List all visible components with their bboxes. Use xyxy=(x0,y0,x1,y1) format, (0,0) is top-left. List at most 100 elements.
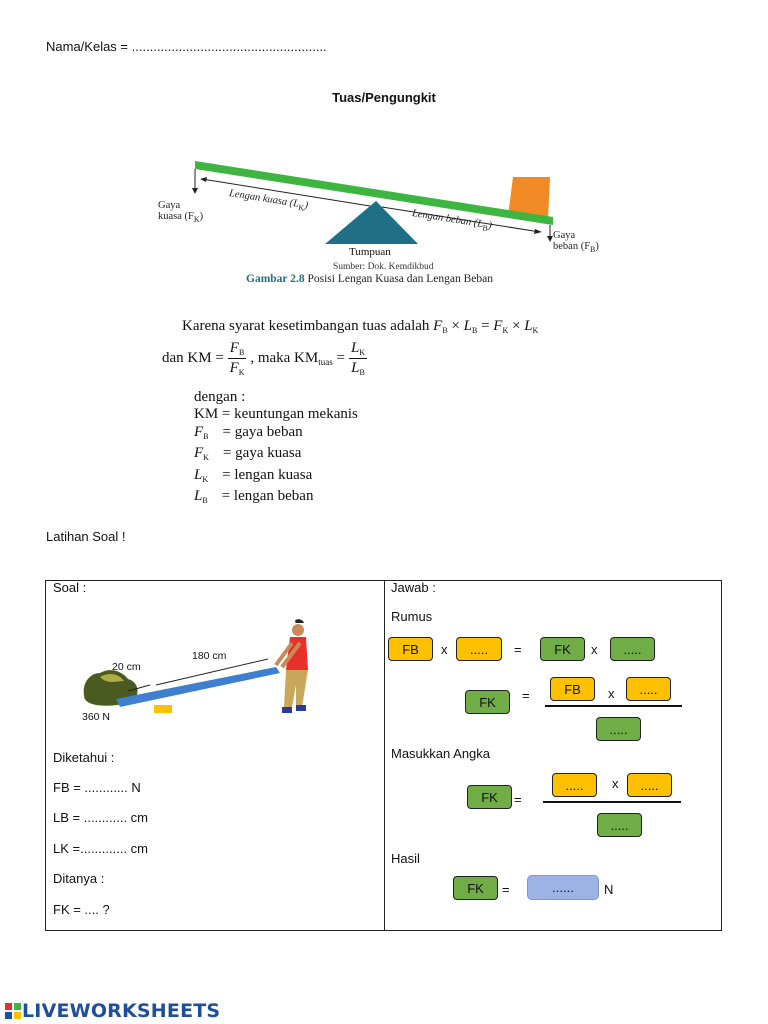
jawab-heading: Jawab : xyxy=(391,580,436,595)
def-sub: B xyxy=(203,431,209,441)
label-gaya-beban: Gaya beban (FB) xyxy=(553,230,599,254)
caption-text: Posisi Lengan Kuasa dan Lengan Beban xyxy=(304,273,494,285)
lever-bar xyxy=(116,667,280,707)
liveworksheets-logo-icon xyxy=(5,1003,21,1019)
name-class-field: Nama/Kelas = ...........................… xyxy=(46,39,327,54)
equals-sign: = xyxy=(522,688,530,703)
person-arm xyxy=(274,641,294,667)
liveworksheets-wordmark: LIVEWORKSHEETS xyxy=(22,1000,221,1022)
times-sign: x xyxy=(591,642,598,657)
latihan-heading: Latihan Soal ! xyxy=(46,529,126,544)
times-sign: x xyxy=(612,776,619,791)
rock-highlight xyxy=(100,674,124,682)
angka-fk-box[interactable]: FK xyxy=(467,785,512,809)
person-legs xyxy=(284,670,308,707)
label-tumpuan: Tumpuan xyxy=(349,246,391,258)
arrowhead-icon xyxy=(192,188,198,194)
label-gaya-kuasa-line1: Gaya xyxy=(158,200,181,211)
caption-number: Gambar 2.8 xyxy=(246,273,305,285)
figure-source: Sumber: Dok. Kemdikbud xyxy=(333,262,434,272)
soal-heading: Soal : xyxy=(53,580,87,595)
def-desc: = lengan kuasa xyxy=(222,466,313,483)
def-symbol: L xyxy=(194,488,203,504)
person-arm xyxy=(280,641,302,669)
fulcrum-triangle xyxy=(325,201,418,244)
formula-equilibrium: Karena syarat kesetimbangan tuas adalah … xyxy=(182,318,539,335)
page-title: Tuas/Pengungkit xyxy=(332,90,436,105)
equals-sign: = xyxy=(514,642,522,657)
rumus2-lk-box[interactable]: ..... xyxy=(596,717,641,741)
person-hair xyxy=(295,619,304,623)
fk-question: FK = .... ? xyxy=(53,902,110,917)
label-180cm: 180 cm xyxy=(192,650,227,662)
person-shoe xyxy=(282,707,292,713)
masukkan-angka-heading: Masukkan Angka xyxy=(391,746,491,761)
fb-given-field[interactable]: FB = ............ N xyxy=(53,780,141,795)
hasil-fk-box[interactable]: FK xyxy=(453,876,498,900)
def-symbol: L xyxy=(194,466,203,483)
fraction-line xyxy=(545,705,682,707)
person-head xyxy=(292,624,304,636)
angka-lb-input[interactable]: ..... xyxy=(627,773,672,797)
label-360n: 360 N xyxy=(82,711,111,723)
rumus-lk-box[interactable]: ..... xyxy=(610,637,655,661)
equals-sign: = xyxy=(514,792,522,807)
table-divider xyxy=(384,580,385,931)
ditanya-label: Ditanya : xyxy=(53,871,105,886)
person-shirt xyxy=(286,637,308,670)
label-gaya-kuasa: Gaya kuasa (FK) xyxy=(158,200,204,224)
rumus-fb-box[interactable]: FB xyxy=(388,637,433,661)
rumus2-lb-box[interactable]: ..... xyxy=(626,677,671,701)
lever-figure xyxy=(150,150,600,295)
def-symbol: F xyxy=(194,423,204,440)
dengan-label: dengan : xyxy=(194,389,246,405)
figure-caption: Gambar 2.8 Posisi Lengan Kuasa dan Lenga… xyxy=(246,273,493,285)
equals-sign: = xyxy=(502,882,510,897)
formula-km-dan: dan KM xyxy=(162,349,216,366)
unit-n-label: N xyxy=(604,882,614,897)
load-block xyxy=(508,177,550,220)
lever-problem-svg xyxy=(83,619,308,713)
rumus-lb-box[interactable]: ..... xyxy=(456,637,502,661)
times-sign: x xyxy=(608,686,615,701)
lk-given-field[interactable]: LK =............. cm xyxy=(53,841,148,856)
arrow-lengan-beban xyxy=(381,206,541,233)
rumus-fk-box[interactable]: FK xyxy=(540,637,585,661)
diketahui-label: Diketahui : xyxy=(53,750,115,765)
definitions-list: KM = keuntungan mekanis FB= gaya beban F… xyxy=(194,406,358,510)
definition-lk: LK= lengan kuasa xyxy=(194,467,358,489)
formula-km-maka: , maka KM xyxy=(250,349,319,366)
lb-given-field[interactable]: LB = ............ cm xyxy=(53,810,148,825)
label-gaya-kuasa-sub: K xyxy=(193,215,200,224)
def-desc: = lengan beban xyxy=(221,488,314,504)
def-desc: = keuntungan mekanis xyxy=(218,406,358,422)
angka-fb-input[interactable]: ..... xyxy=(552,773,597,797)
rock-shape xyxy=(83,670,138,706)
label-lengan-kuasa-sub: K xyxy=(297,202,305,213)
def-sub: B xyxy=(202,496,208,505)
definition-lb: LB = lengan beban xyxy=(194,488,358,510)
label-lengan-beban-sub: B xyxy=(481,223,489,233)
formula-equilibrium-text: Karena syarat kesetimbangan tuas adalah xyxy=(182,318,434,334)
rumus2-fb-box[interactable]: FB xyxy=(550,677,595,701)
label-gaya-beban-line1: Gaya xyxy=(553,230,576,241)
rumus2-fk-box[interactable]: FK xyxy=(465,690,510,714)
lever-problem-illustration xyxy=(70,615,330,725)
lever-diagram xyxy=(192,161,553,244)
def-symbol: F xyxy=(194,445,204,461)
hasil-heading: Hasil xyxy=(391,851,420,866)
arrow-lengan-kuasa xyxy=(201,178,371,207)
label-gaya-beban-sub: B xyxy=(590,245,596,254)
angka-lk-input[interactable]: ..... xyxy=(597,813,642,837)
def-sub: K xyxy=(203,453,209,462)
def-desc: = gaya kuasa xyxy=(222,445,302,461)
definition-fb: FB = gaya beban xyxy=(194,424,358,446)
def-desc: = gaya beban xyxy=(222,423,303,440)
def-symbol: KM xyxy=(194,406,219,422)
hasil-result-input[interactable]: ...... xyxy=(527,875,599,900)
arrowhead-icon xyxy=(200,177,207,182)
formula-km-tuas: tuas xyxy=(318,356,333,367)
arrowhead-icon xyxy=(534,229,542,234)
arrowhead-icon xyxy=(547,236,553,242)
label-gaya-beban-line2: beban (F xyxy=(553,241,591,252)
